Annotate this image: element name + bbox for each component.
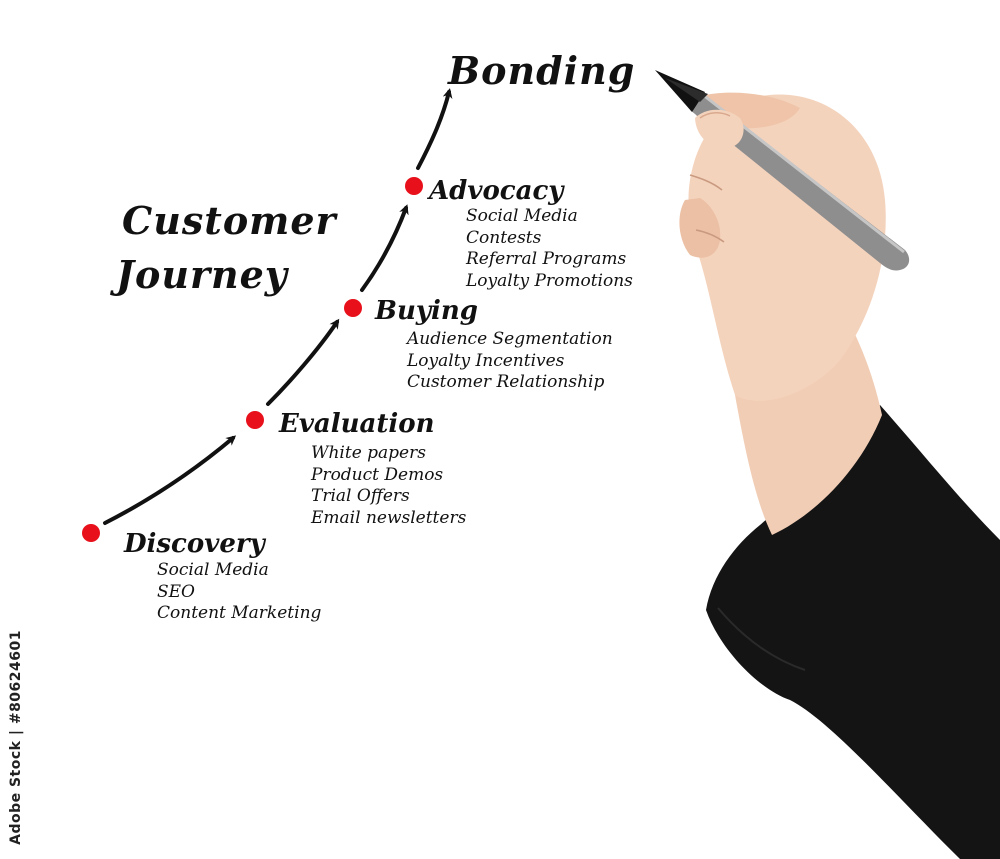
- list-item: White papers: [311, 443, 426, 463]
- final-stage-bonding: Bonding: [448, 48, 636, 93]
- diagram-title-line1: Customer: [122, 198, 337, 243]
- stage-marker-advocacy: [405, 177, 423, 195]
- list-item: Social Media: [466, 206, 578, 226]
- finger-over-pen: [695, 109, 744, 149]
- stage-title-discovery: Discovery: [124, 529, 265, 559]
- stage-marker-buying: [344, 299, 362, 317]
- stage-items-advocacy: Social Media Contests Referral Programs …: [466, 206, 633, 292]
- stage-title-advocacy: Advocacy: [429, 176, 564, 206]
- thumb: [679, 198, 721, 258]
- list-item: Loyalty Incentives: [407, 350, 565, 371]
- stage-items-discovery: Social Media SEO Content Marketing: [157, 560, 321, 625]
- list-item: Email newsletters: [311, 507, 467, 528]
- list-item: Content Marketing: [157, 603, 322, 623]
- arrow-advocacy-to-bonding: [416, 88, 453, 170]
- jacket-sleeve: [706, 405, 1000, 859]
- arrow-discovery-to-evaluation: [103, 435, 237, 525]
- list-item: Trial Offers: [311, 486, 410, 506]
- list-item: Social Media: [157, 560, 269, 580]
- arrow-evaluation-to-buying: [266, 318, 340, 406]
- marker-pen: [690, 92, 910, 271]
- marker-tip: [655, 70, 705, 112]
- list-item: Loyalty Promotions: [466, 270, 633, 291]
- stage-items-buying: Audience Segmentation Loyalty Incentives…: [407, 329, 613, 394]
- stage-title-buying: Buying: [375, 296, 478, 326]
- hand: [688, 94, 886, 401]
- stage-marker-discovery: [82, 524, 100, 542]
- list-item: SEO: [157, 581, 195, 602]
- list-item: Customer Relationship: [407, 372, 605, 392]
- stage-title-evaluation: Evaluation: [279, 409, 435, 439]
- list-item: Product Demos: [311, 464, 444, 485]
- list-item: Audience Segmentation: [407, 329, 613, 349]
- diagram-title-line2: Journey: [116, 252, 288, 297]
- stock-watermark: Adobe Stock | #80624601: [8, 630, 24, 845]
- arrow-buying-to-advocacy: [360, 204, 409, 292]
- stage-marker-evaluation: [246, 411, 264, 429]
- list-item: Contests: [466, 227, 542, 248]
- stage-items-evaluation: White papers Product Demos Trial Offers …: [311, 443, 466, 529]
- list-item: Referral Programs: [466, 249, 627, 269]
